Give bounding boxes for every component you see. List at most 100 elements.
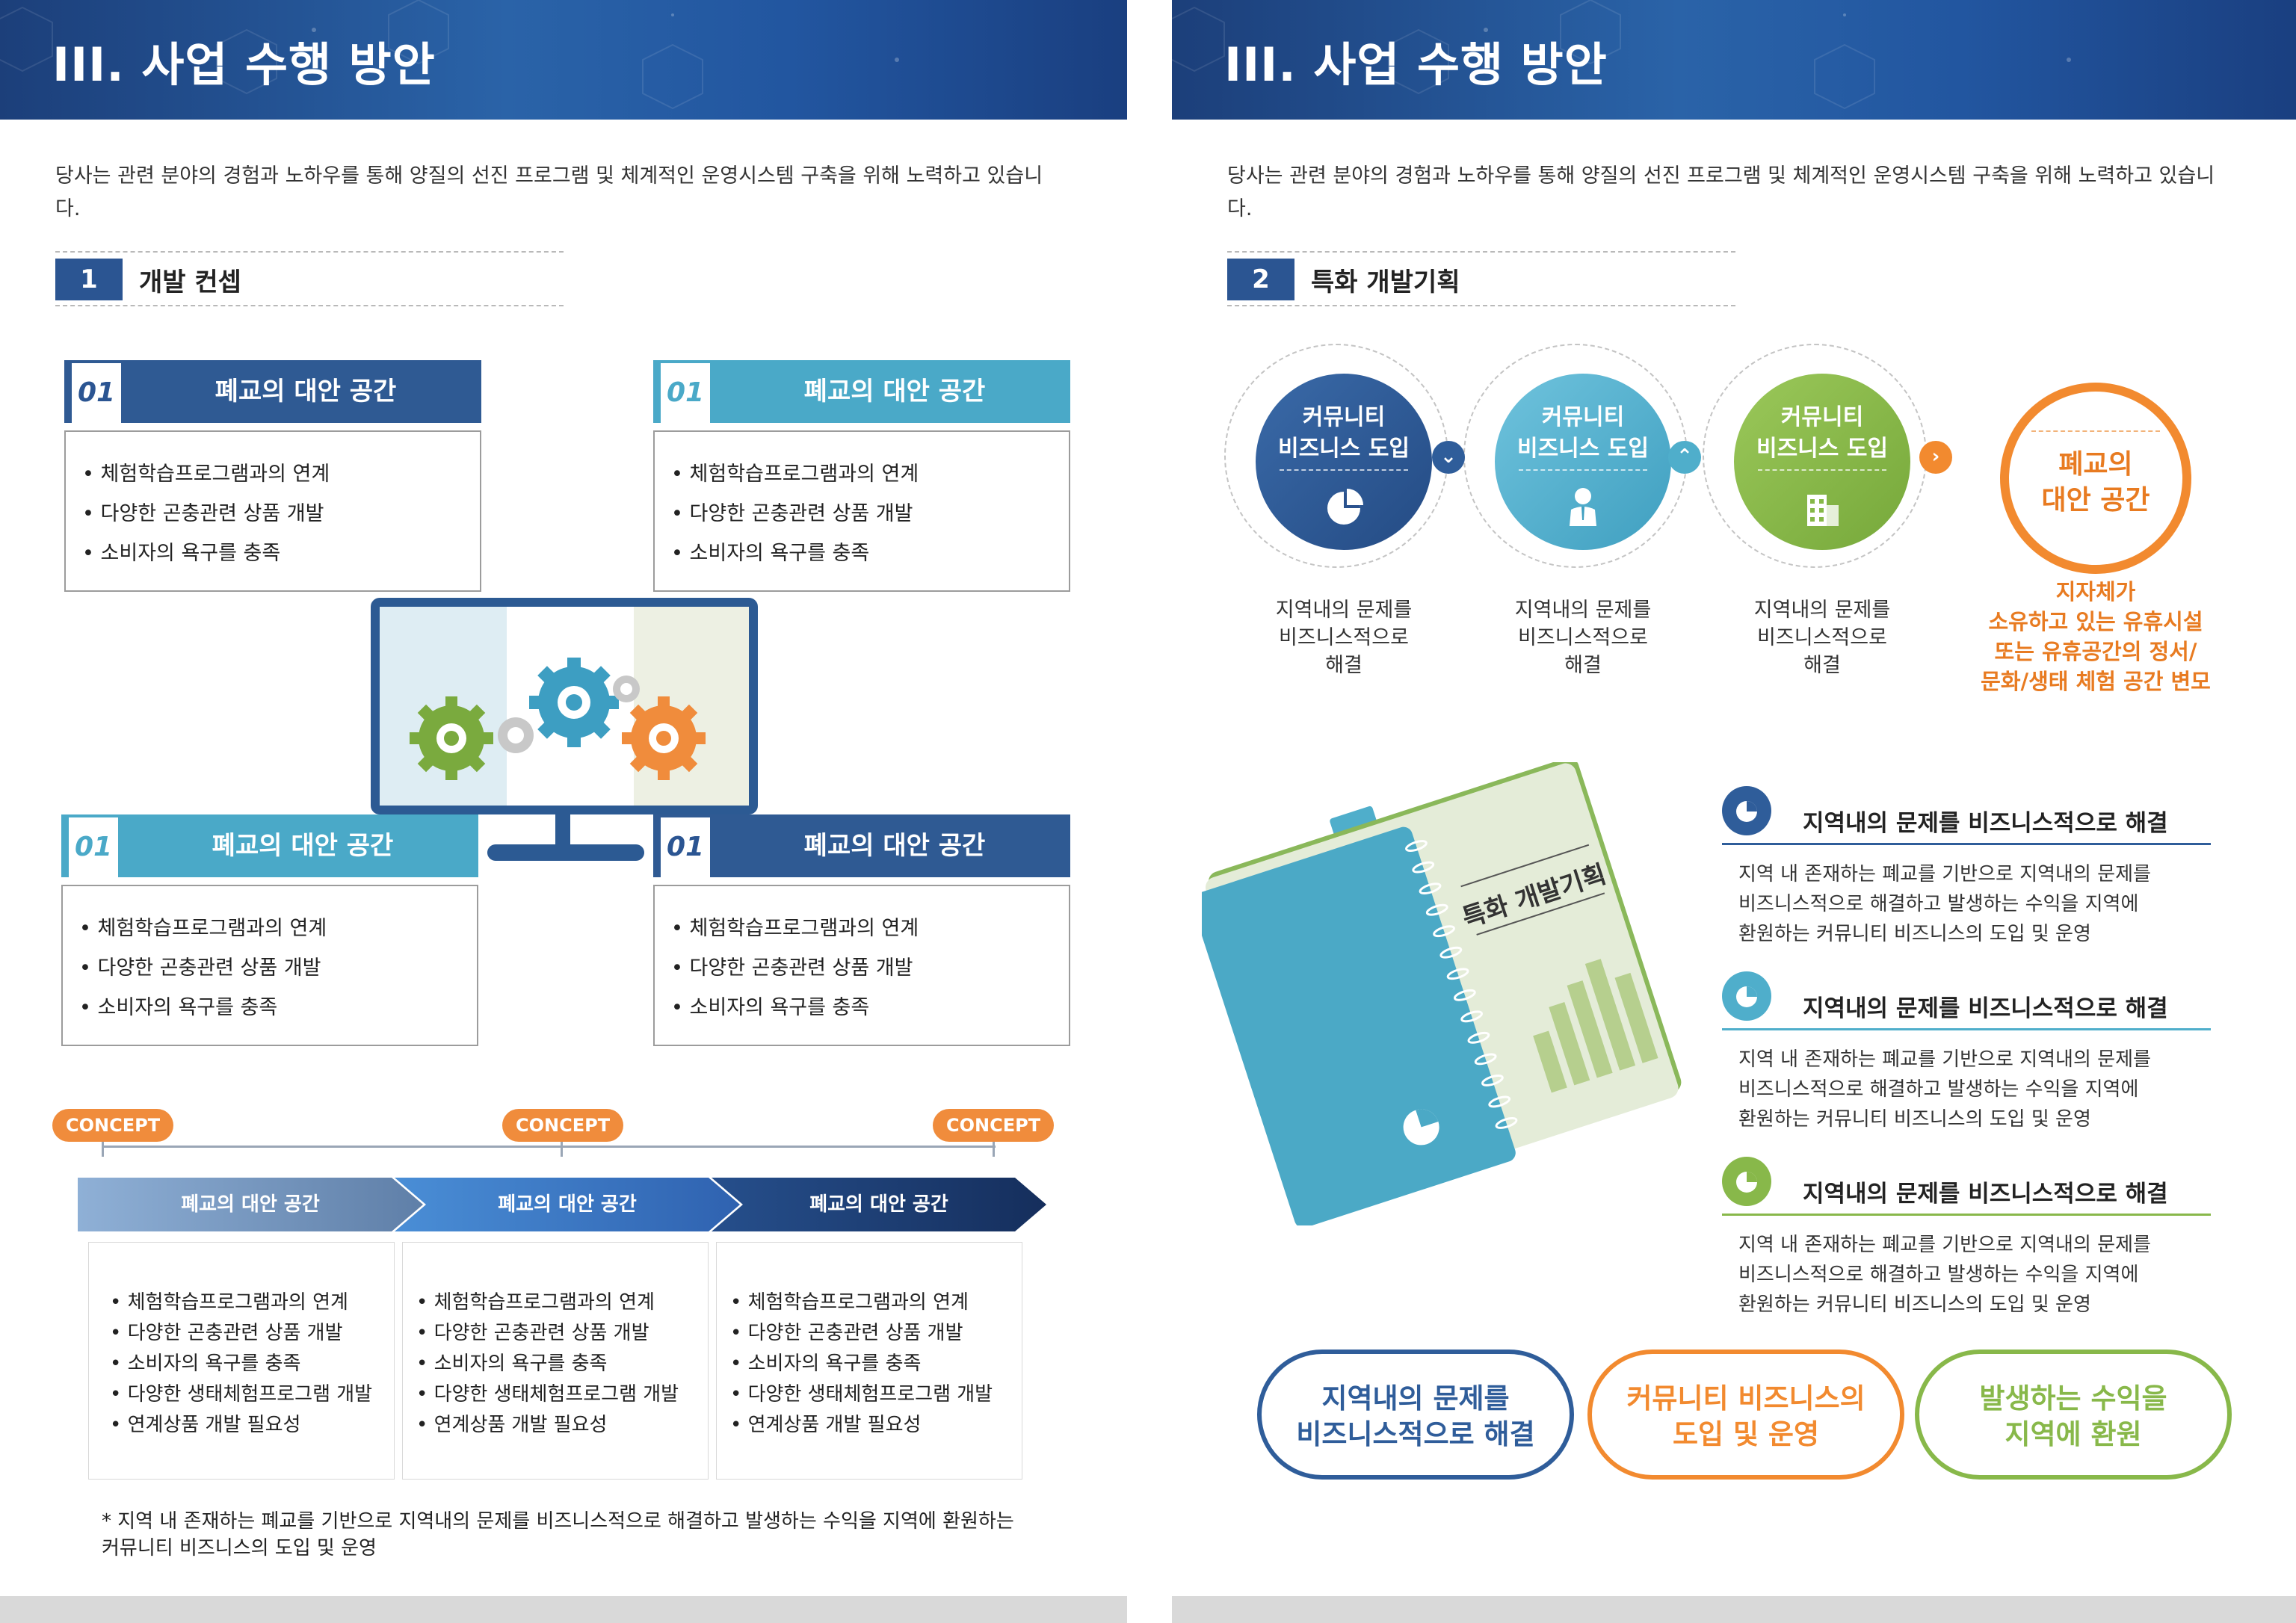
process-arrow: 폐교의 대안 공간: [395, 1178, 740, 1231]
monitor-panel: [380, 607, 507, 806]
detail-column: 체험학습프로그램과의 연계 다양한 곤충관련 상품 개발 소비자의 욕구를 충족…: [88, 1242, 395, 1480]
step-circle: 커뮤니티 비즈니스 도입: [1734, 374, 1910, 550]
step-label-line1: 커뮤니티: [1780, 404, 1864, 430]
concept-box-header: 01 폐교의 대안 공간: [64, 360, 481, 423]
goal-caption: 지자체가 소유하고 있는 유휴시설 또는 유휴공간의 정서/ 문화/생태 체험 …: [1949, 577, 2242, 696]
caption-line: 해결: [1325, 654, 1363, 677]
list-item: 소비자의 욕구를 충족: [79, 988, 477, 1027]
note-title: 지역내의 문제를 비즈니스적으로 해결: [1803, 995, 2168, 1022]
section-heading: 2 특화 개발기획: [1227, 251, 1735, 306]
caption-line: 지역내의 문제를: [1753, 599, 1891, 622]
notebook-graphic: [1191, 757, 1682, 1228]
page-footer: [1172, 1596, 2296, 1623]
page-header: III. 사업 수행 방안: [0, 0, 1127, 120]
list-item: 다양한 곤충관련 상품 개발: [110, 1318, 394, 1349]
detail-column: 체험학습프로그램과의 연계 다양한 곤충관련 상품 개발 소비자의 욕구를 충족…: [716, 1242, 1022, 1480]
list-item: 다양한 곤충관련 상품 개발: [730, 1318, 1022, 1349]
caption-line: 지역내의 문제를: [1275, 599, 1413, 622]
section-number: 2: [1227, 259, 1294, 300]
summary-pill: 커뮤니티 비즈니스의 도입 및 운영: [1587, 1350, 1904, 1480]
list-item: 다양한 생태체험프로그램 개발: [730, 1379, 1022, 1410]
person-icon: [1570, 488, 1596, 526]
concept-badge: CONCEPT: [502, 1109, 624, 1142]
goal-divider: [2031, 430, 2160, 432]
concept-box-header: 01 폐교의 대안 공간: [61, 814, 478, 877]
concept-box-body: 체험학습프로그램과의 연계 다양한 곤충관련 상품 개발 소비자의 욕구를 충족: [61, 885, 478, 1046]
timeline-tick: [993, 1142, 995, 1157]
goal-label-line: 폐교의: [2058, 449, 2133, 480]
concept-box-number: 01: [661, 363, 710, 423]
list-item: 다양한 곤충관련 상품 개발: [416, 1318, 708, 1349]
caption-line: 비즈니스적으로: [1757, 626, 1887, 649]
summary-pill: 발생하는 수익을 지역에 환원: [1915, 1350, 2232, 1480]
concept-box-number: 01: [69, 817, 118, 877]
note-line: 환원하는 커뮤니티 비즈니스의 도입 및 운영: [1738, 1293, 2091, 1316]
list-item: 다양한 곤충관련 상품 개발: [79, 948, 477, 988]
timeline-tick: [561, 1142, 563, 1157]
building-icon: [1807, 495, 1839, 526]
process-arrow: 폐교의 대안 공간: [712, 1178, 1046, 1231]
list-item: 연계상품 개발 필요성: [730, 1410, 1022, 1441]
pill-line: 비즈니스적으로 해결: [1296, 1418, 1535, 1450]
step-circle: 커뮤니티 비즈니스 도입: [1256, 374, 1432, 550]
goal-label: 폐교의 대안 공간: [2009, 447, 2182, 519]
list-item: 다양한 곤충관련 상품 개발: [671, 948, 1069, 988]
step-caption: 지역내의 문제를 비즈니스적으로 해결: [1734, 596, 1910, 679]
header-pattern: [1172, 0, 2071, 110]
gears-icon: [410, 658, 706, 780]
pill-line: 도입 및 운영: [1673, 1418, 1819, 1450]
list-item: 소비자의 욕구를 충족: [671, 988, 1069, 1027]
monitor-panel: [634, 607, 749, 806]
note-line: 지역 내 존재하는 폐교를 기반으로 지역내의 문제를: [1738, 863, 2151, 885]
list-item: 연계상품 개발 필요성: [110, 1410, 394, 1441]
list-item: 다양한 생태체험프로그램 개발: [110, 1379, 394, 1410]
pie-chart-icon: [1722, 786, 1771, 835]
note-line: 환원하는 커뮤니티 비즈니스의 도입 및 운영: [1738, 1108, 2091, 1131]
footnote-line: 커뮤니티 비즈니스의 도입 및 운영: [102, 1537, 377, 1559]
goal-caption-line: 지자체가: [2055, 579, 2136, 605]
footnote: * 지역 내 존재하는 폐교를 기반으로 지역내의 문제를 비즈니스적으로 해결…: [102, 1508, 1073, 1562]
note-line: 지역 내 존재하는 폐교를 기반으로 지역내의 문제를: [1738, 1048, 2151, 1071]
pill-line: 발생하는 수익을: [1979, 1382, 2167, 1415]
step-divider: [1280, 469, 1408, 471]
page-header: III. 사업 수행 방안: [1172, 0, 2296, 120]
step-caption: 지역내의 문제를 비즈니스적으로 해결: [1256, 596, 1432, 679]
list-item: 소비자의 욕구를 충족: [671, 534, 1069, 573]
list-item: 체험학습프로그램과의 연계: [79, 909, 477, 948]
step-label-line1: 커뮤니티: [1541, 404, 1625, 430]
section-label: 특화 개발기획: [1311, 268, 1460, 297]
step-label-line2: 비즈니스 도입: [1756, 436, 1889, 462]
caption-line: 해결: [1803, 654, 1841, 677]
goal-caption-line: 문화/생태 체험 공간 변모: [1981, 669, 2211, 694]
note-body: 지역 내 존재하는 폐교를 기반으로 지역내의 문제를 비즈니스적으로 해결하고…: [1738, 1045, 2217, 1134]
step-caption: 지역내의 문제를 비즈니스적으로 해결: [1495, 596, 1671, 679]
note-title: 지역내의 문제를 비즈니스적으로 해결: [1803, 810, 2168, 837]
list-item: 체험학습프로그램과의 연계: [110, 1287, 394, 1318]
detail-column: 체험학습프로그램과의 연계 다양한 곤충관련 상품 개발 소비자의 욕구를 충족…: [402, 1242, 709, 1480]
footnote-line: * 지역 내 존재하는 폐교를 기반으로 지역내의 문제를 비즈니스적으로 해결…: [102, 1510, 1014, 1533]
list-item: 다양한 생태체험프로그램 개발: [416, 1379, 708, 1410]
chevron-right-icon: ›: [1919, 441, 1952, 474]
list-item: 소비자의 욕구를 충족: [82, 534, 480, 573]
monitor-stand: [555, 814, 570, 847]
concept-box-body: 체험학습프로그램과의 연계 다양한 곤충관련 상품 개발 소비자의 욕구를 충족: [653, 885, 1070, 1046]
step-label-line2: 비즈니스 도입: [1516, 436, 1650, 462]
concept-box-header: 01 폐교의 대안 공간: [653, 814, 1070, 877]
goal-caption-line: 소유하고 있는 유휴시설: [1988, 609, 2203, 634]
note-divider: [1722, 1214, 2211, 1216]
chevron-down-icon: ⌄: [1432, 441, 1465, 474]
caption-line: 비즈니스적으로: [1518, 626, 1648, 649]
list-item: 체험학습프로그램과의 연계: [730, 1287, 1022, 1318]
goal-label-line: 대안 공간: [2041, 485, 2150, 516]
page-title: III. 사업 수행 방안: [52, 37, 436, 92]
page-title: III. 사업 수행 방안: [1224, 37, 1608, 92]
note-divider: [1722, 1028, 2211, 1030]
list-item: 소비자의 욕구를 충족: [730, 1349, 1022, 1379]
caption-line: 지역내의 문제를: [1514, 599, 1652, 622]
note-divider: [1722, 843, 2211, 845]
step-label-line1: 커뮤니티: [1302, 404, 1386, 430]
header-pattern: [0, 0, 899, 110]
summary-pill: 지역내의 문제를 비즈니스적으로 해결: [1257, 1350, 1574, 1480]
concept-badge: CONCEPT: [933, 1109, 1055, 1142]
concept-box-title: 폐교의 대안 공간: [803, 377, 986, 406]
